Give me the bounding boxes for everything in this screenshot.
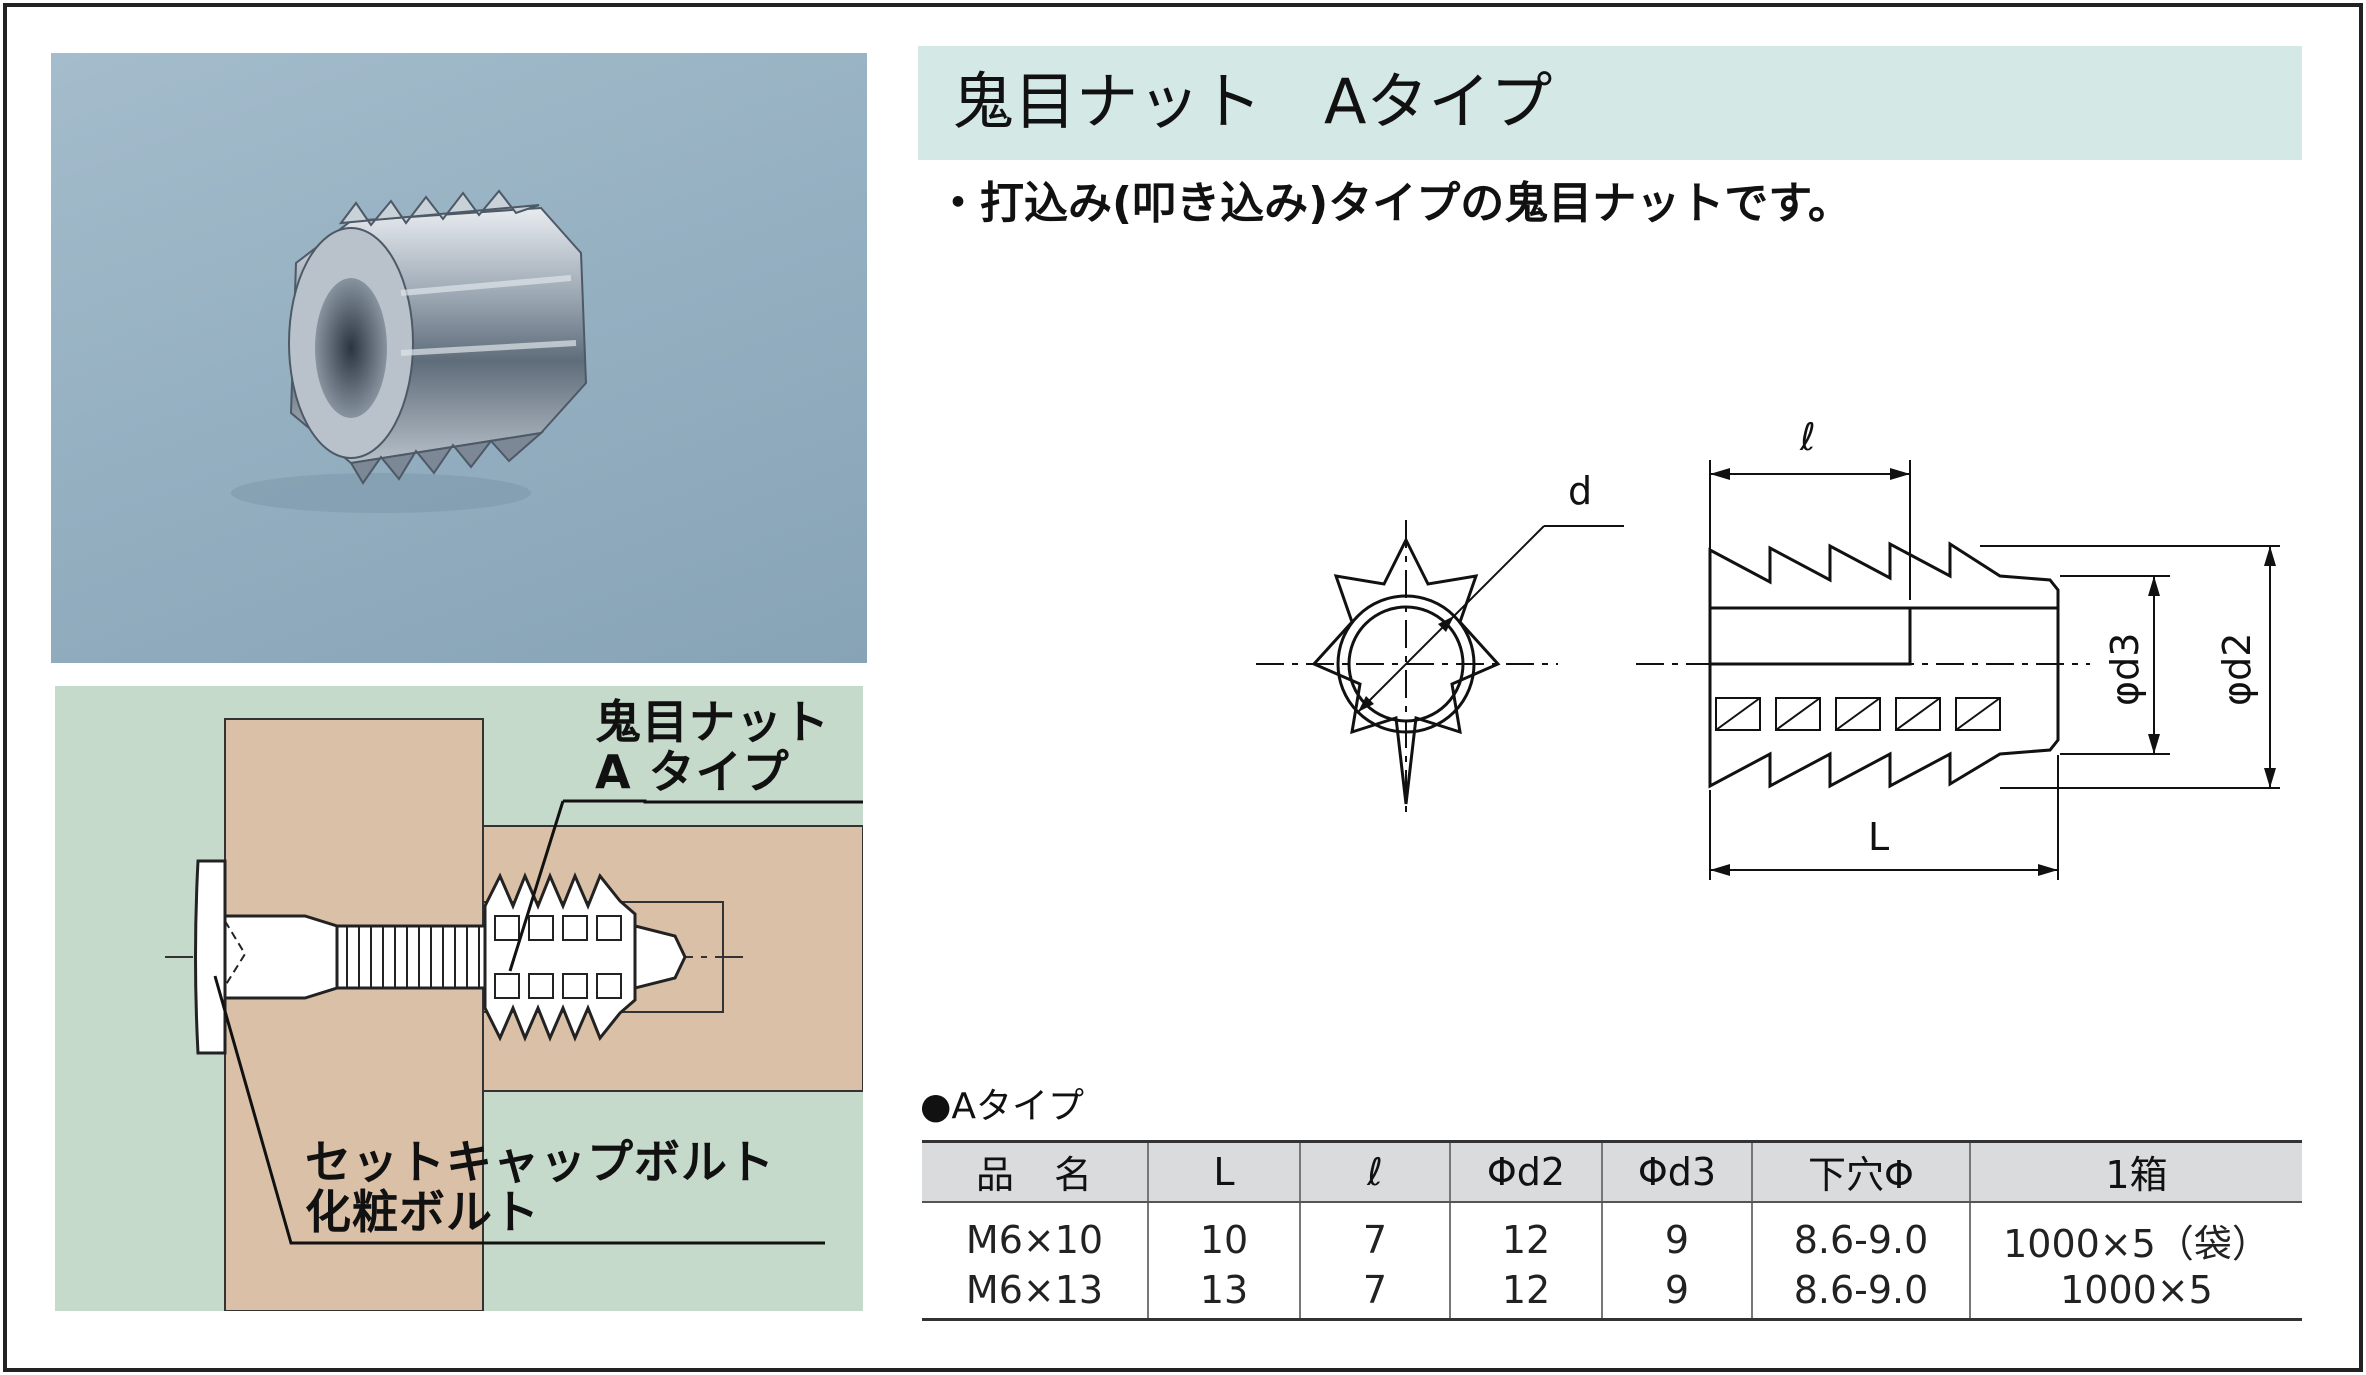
assembly-diagram: 鬼目ナット A タイプ セットキャップボルト 化粧ボルト (55, 686, 863, 1311)
page-frame (3, 3, 2363, 1372)
label-phi-d2: φd2 (2215, 633, 2259, 706)
cell-d3: 9 (1601, 1201, 1752, 1268)
technical-drawing: d ℓ L φd3 φd2 (1256, 415, 2280, 880)
label-L: L (1868, 815, 1889, 859)
table-row: M6×13 13 7 12 9 8.6-9.0 1000×5 (922, 1267, 2302, 1321)
label-phi-d3: φd3 (2103, 633, 2147, 706)
header-d2: Φd2 (1449, 1140, 1602, 1203)
cell-pilot-hole: 8.6-9.0 (1751, 1267, 1970, 1321)
spec-table: 品 名 L ℓ Φd2 Φd3 下穴Φ 1箱 M6×10 10 7 12 9 8… (922, 1140, 2302, 1321)
header-L: L (1147, 1140, 1300, 1203)
side-view (1708, 541, 2060, 789)
product-photo (51, 53, 867, 663)
table-row: M6×10 10 7 12 9 8.6-9.0 1000×5（袋） (922, 1201, 2302, 1268)
nut-label-line1: 鬼目ナット (595, 695, 830, 749)
cell-d2: 12 (1449, 1267, 1602, 1321)
page-title: 鬼目ナット Aタイプ (952, 65, 1553, 138)
header-pilot-hole: 下穴Φ (1751, 1140, 1970, 1203)
header-name: 品 名 (922, 1140, 1148, 1203)
label-d: d (1568, 469, 1592, 513)
cell-name: M6×10 (965, 1218, 1104, 1262)
cell-box: 1000×5 (1969, 1267, 2302, 1321)
cell-box: 1000×5（袋） (1969, 1201, 2302, 1268)
assembly-illustration (165, 718, 863, 1311)
cell-L: 10 (1147, 1201, 1300, 1268)
header-box: 1箱 (1969, 1140, 2302, 1203)
bolt-label-line1: セットキャップボルト (305, 1135, 775, 1189)
nut-photo-illustration (231, 189, 588, 513)
header-l: ℓ (1299, 1140, 1450, 1203)
header-d3: Φd3 (1601, 1140, 1752, 1203)
cell-d3: 9 (1601, 1267, 1752, 1321)
cell-l: 7 (1299, 1201, 1450, 1268)
product-description: ・打込み(叩き込み)タイプの鬼目ナットです。 (936, 178, 1852, 229)
cell-name: M6×13 (922, 1267, 1148, 1321)
side-view-knurl (1715, 697, 2001, 731)
nut-label-line2: A タイプ (595, 745, 790, 799)
table-header-row: 品 名 L ℓ Φd2 Φd3 下穴Φ 1箱 (922, 1140, 2302, 1203)
table-caption: ●Aタイプ (920, 1086, 1085, 1127)
cell-l: 7 (1299, 1267, 1450, 1321)
cell-L: 13 (1147, 1267, 1300, 1321)
title-bar: 鬼目ナット Aタイプ (918, 46, 2302, 160)
cell-d2: 12 (1449, 1201, 1602, 1268)
label-l-small: ℓ (1799, 415, 1816, 459)
bolt-label-line2: 化粧ボルト (305, 1185, 540, 1239)
cell-pilot-hole: 8.6-9.0 (1751, 1201, 1970, 1268)
